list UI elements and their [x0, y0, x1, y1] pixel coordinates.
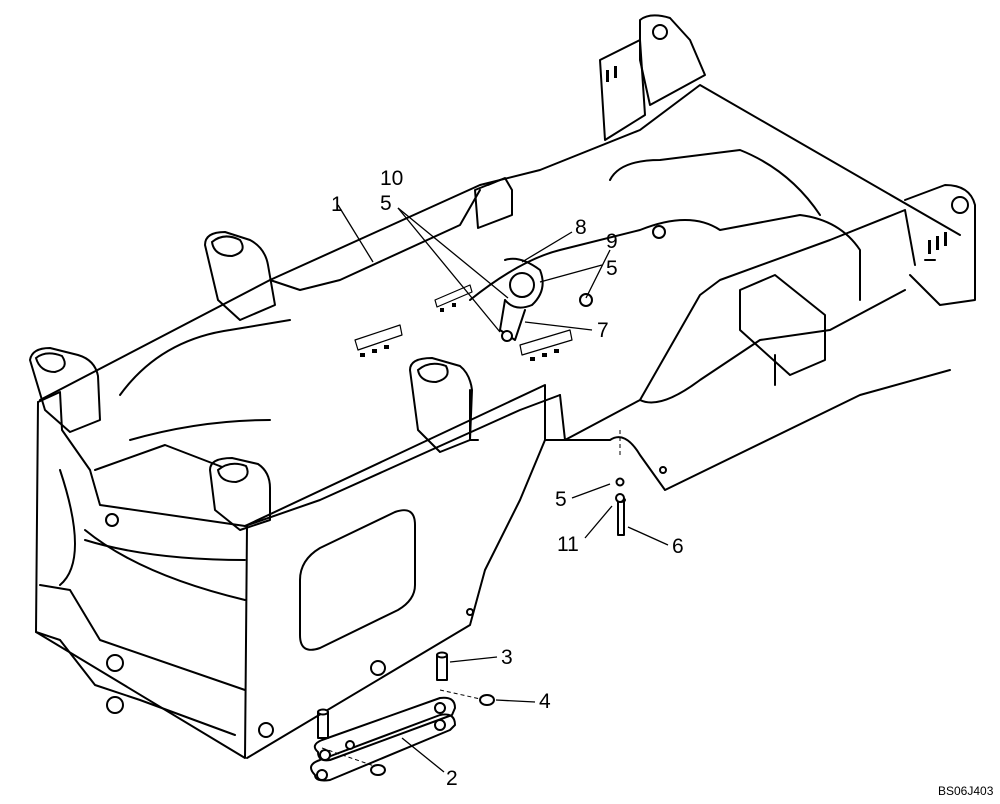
tie-down-parts: [310, 430, 626, 782]
callout-5-right: 5: [606, 257, 618, 280]
drawing-reference-code: BS06J403: [938, 784, 994, 798]
callout-6: 6: [672, 535, 684, 558]
callout-1: 1: [331, 193, 343, 216]
callout-5-lower: 5: [555, 488, 567, 511]
callout-5-upper: 5: [380, 192, 392, 215]
callout-8: 8: [575, 216, 587, 239]
leader-lines: [337, 204, 669, 773]
callout-9: 9: [606, 230, 618, 253]
callout-11: 11: [557, 533, 579, 556]
callout-2: 2: [446, 767, 458, 790]
callout-7: 7: [597, 319, 609, 342]
callout-4: 4: [539, 690, 551, 713]
chassis-frame: [29, 14, 976, 759]
callout-10: 10: [380, 167, 404, 190]
callout-3: 3: [501, 646, 513, 669]
